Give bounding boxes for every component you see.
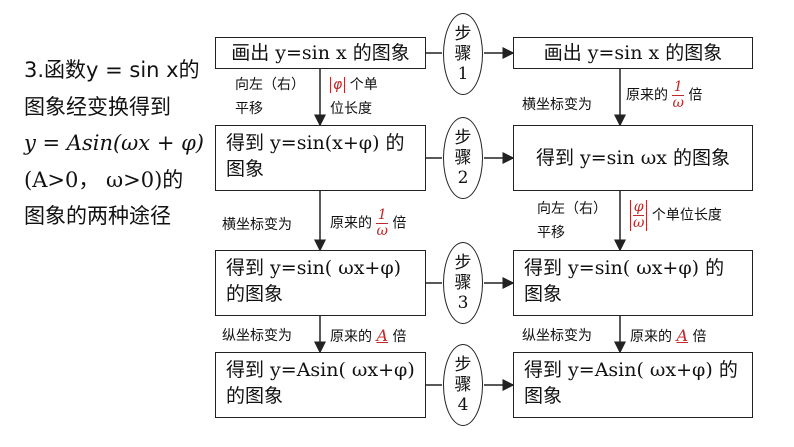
- left-box-4-text: 得到 y=Asin( ωx+φ) 的图象: [226, 359, 415, 407]
- left-t1d: 位长度: [330, 101, 372, 117]
- intro-line: 3.函数y = sin x的: [24, 58, 200, 82]
- right-box-1: 画出 y=sin x 的图象: [513, 37, 753, 69]
- left-t1-abs-phi: φ: [330, 77, 346, 93]
- step-char: 骤: [454, 375, 472, 395]
- step-oval-1: 步 骤 1: [443, 13, 483, 95]
- right-t2c: 个单位长度: [651, 207, 722, 224]
- left-t3-label-b: 原来的 A 倍: [330, 327, 406, 346]
- right-t2a: 向左（右）: [537, 201, 607, 217]
- left-t3c: 倍: [392, 329, 407, 345]
- left-t1b: 平移: [235, 101, 263, 117]
- right-box-2: 得到 y=sin ωx 的图象: [513, 125, 753, 191]
- left-t2a: 横坐标变为: [222, 217, 292, 233]
- intro-line: 图象的两种途径: [24, 204, 171, 228]
- step-number: 2: [457, 168, 469, 188]
- intro-line: (A>0， ω>0)的: [24, 167, 184, 192]
- left-t3a: 纵坐标变为: [222, 328, 292, 344]
- intro-text: 3.函数y = sin x的 图象经变换得到 y = Asin(ωx + φ) …: [24, 52, 214, 235]
- step-char: 步: [454, 355, 472, 375]
- right-t1-fraction: 1 ω: [672, 79, 684, 111]
- left-box-3-text: 得到 y=sin( ωx+φ) 的图象: [226, 257, 402, 305]
- right-t2b: 平移: [537, 225, 565, 241]
- left-box-1-text: 画出 y=sin x 的图象: [231, 42, 410, 64]
- right-t3b: 原来的: [630, 329, 672, 345]
- left-t2b: 原来的: [330, 215, 372, 232]
- intro-line: y = Asin(ωx + φ): [24, 131, 204, 155]
- step-char: 步: [454, 24, 472, 44]
- right-t3-label: 纵坐标变为: [522, 327, 592, 345]
- left-box-2-text: 得到 y=sin(x+φ) 的图象: [226, 132, 405, 180]
- left-t1a: 向左（右）: [235, 77, 305, 93]
- left-box-3: 得到 y=sin( ωx+φ) 的图象: [215, 250, 426, 316]
- right-t3-label-b: 原来的 A 倍: [630, 327, 706, 346]
- left-t2-label-b: 原来的 1 ω 倍: [330, 208, 406, 239]
- right-t2-fraction: φ ω: [630, 199, 648, 231]
- right-t2-label-c: φ ω 个单位长度: [630, 200, 722, 231]
- step-number: 1: [457, 64, 469, 84]
- left-t2c: 倍: [392, 215, 407, 232]
- right-t2-label-a: 向左（右）: [537, 200, 607, 218]
- right-box-3: 得到 y=sin( ωx+φ) 的图象: [513, 250, 753, 316]
- left-t1-label-a: 向左（右）: [235, 76, 305, 94]
- left-t1-label-c: φ 个单: [330, 76, 378, 94]
- right-t1b: 原来的: [626, 87, 668, 104]
- step-char: 骤: [454, 273, 472, 293]
- right-box-3-text: 得到 y=sin( ωx+φ) 的图象: [524, 257, 725, 305]
- left-box-2: 得到 y=sin(x+φ) 的图象: [215, 125, 426, 191]
- left-t2-fraction: 1 ω: [376, 207, 388, 239]
- right-t3-value: A: [676, 326, 689, 345]
- left-t3-value: A: [376, 326, 389, 345]
- step-oval-2: 步 骤 2: [443, 117, 483, 199]
- frac-numerator: 1: [377, 207, 387, 223]
- right-t1c: 倍: [688, 87, 703, 104]
- step-char: 步: [454, 253, 472, 273]
- right-t3a: 纵坐标变为: [522, 328, 592, 344]
- frac-numerator: φ: [633, 199, 644, 215]
- step-number: 3: [457, 293, 469, 313]
- step-char: 骤: [454, 148, 472, 168]
- right-t1-label-b: 原来的 1 ω 倍: [626, 80, 702, 111]
- intro-line: 图象经变换得到: [24, 94, 171, 119]
- left-t1c: 个单: [349, 77, 378, 93]
- left-t1-label-d: 位长度: [330, 100, 372, 118]
- right-t1-label: 横坐标变为: [522, 96, 592, 114]
- frac-denominator: ω: [633, 215, 645, 231]
- right-t2-label-b: 平移: [537, 224, 565, 242]
- left-t2-label: 横坐标变为: [222, 216, 292, 234]
- step-oval-3: 步 骤 3: [443, 242, 483, 324]
- step-char: 步: [454, 128, 472, 148]
- left-box-1: 画出 y=sin x 的图象: [215, 37, 426, 69]
- right-box-4: 得到 y=Asin( ωx+φ) 的图象: [513, 352, 753, 418]
- step-char: 骤: [454, 44, 472, 64]
- right-box-2-text: 得到 y=sin ωx 的图象: [535, 147, 731, 169]
- right-box-4-text: 得到 y=Asin( ωx+φ) 的图象: [524, 359, 738, 407]
- frac-numerator: 1: [673, 79, 683, 95]
- left-box-4: 得到 y=Asin( ωx+φ) 的图象: [215, 352, 426, 418]
- step-oval-4: 步 骤 4: [443, 344, 483, 426]
- left-t1-label-b: 平移: [235, 100, 263, 118]
- right-box-1-text: 画出 y=sin x 的图象: [543, 42, 723, 64]
- right-t1a: 横坐标变为: [522, 97, 592, 113]
- frac-denominator: ω: [376, 223, 388, 239]
- frac-denominator: ω: [672, 95, 684, 111]
- step-number: 4: [457, 395, 469, 415]
- left-t3-label: 纵坐标变为: [222, 327, 292, 345]
- right-t3c: 倍: [692, 329, 707, 345]
- left-t3b: 原来的: [330, 329, 372, 345]
